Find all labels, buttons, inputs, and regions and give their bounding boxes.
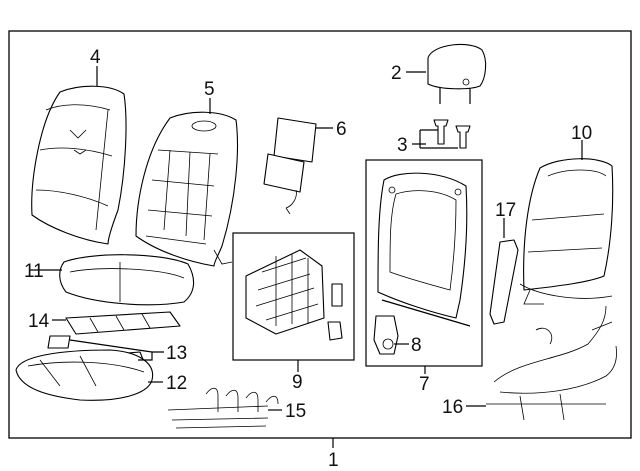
callout-11: 11 [24,261,44,282]
cushion-spring-part [167,387,279,429]
cushion-pan-part [15,349,154,401]
seatback-pad-part [135,111,239,267]
group-box-7 [365,159,483,367]
seatback-panel-part [519,158,614,305]
callout-labels: 1 2 3 4 5 6 7 8 9 10 11 12 13 14 15 16 1… [24,47,592,471]
cushion-cover-part [59,254,195,306]
callout-1: 1 [328,450,339,471]
callout-16: 16 [442,397,463,418]
lumbar-pad-part [263,117,317,215]
wiring-harness-part [486,305,617,421]
callout-15: 15 [285,401,306,422]
headrest-part [427,43,487,104]
seatback-frame-part [377,172,471,327]
lumbar-mechanism-part [245,249,343,341]
side-panel-part [489,239,519,325]
callout-8: 8 [411,335,422,356]
callout-5: 5 [204,79,215,100]
seatback-cover-part [31,85,127,245]
group-box-9 [232,232,355,361]
callout-3: 3 [397,135,408,156]
callout-10: 10 [571,123,592,144]
callout-13: 13 [166,343,187,364]
callout-14: 14 [28,311,50,332]
callout-7: 7 [419,374,430,395]
callout-6: 6 [336,119,347,140]
leader-lines [30,66,583,411]
cushion-insert-part [65,311,181,335]
callout-9: 9 [292,372,303,393]
callout-4: 4 [90,47,101,68]
assembly-frame [8,30,632,439]
recliner-motor-part [373,315,399,355]
callout-17: 17 [495,200,516,221]
callout-2: 2 [391,63,402,84]
headrest-guide-part [433,119,471,149]
callout-12: 12 [166,373,187,394]
